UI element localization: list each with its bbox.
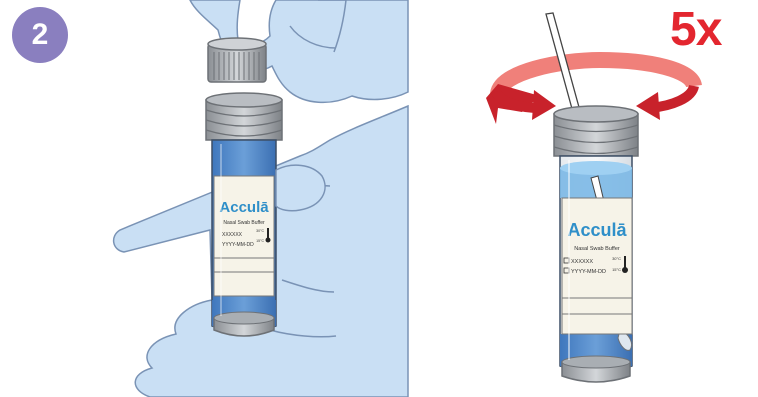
left-tube-temp-high: 30°C <box>256 229 264 233</box>
right-tube-temp-low: 15°C <box>612 267 621 272</box>
right-tube-temp-high: 30°C <box>612 256 621 261</box>
right-tube-expiry: YYYY-MM-DD <box>571 269 606 275</box>
repeat-count-label: 5x <box>670 2 721 57</box>
left-panel: Acculā Nasal Swab Buffer XXXXXX YYYY-MM-… <box>114 0 408 397</box>
left-tube-lot: XXXXXX <box>222 232 243 238</box>
left-tube: Acculā Nasal Swab Buffer XXXXXX YYYY-MM-… <box>206 93 282 336</box>
tube-cap <box>208 38 266 82</box>
left-tube-brand: Acculā <box>219 199 269 216</box>
left-tube-product: Nasal Swab Buffer <box>223 220 265 226</box>
right-panel: Acculā Nasal Swab Buffer XXXXXX YYYY-MM-… <box>486 13 694 382</box>
right-tube: Acculā Nasal Swab Buffer XXXXXX YYYY-MM-… <box>554 106 638 382</box>
left-tube-temp-low: 15°C <box>256 239 264 243</box>
right-tube-brand: Acculā <box>567 220 627 240</box>
step-number: 2 <box>32 18 49 52</box>
right-tube-lot: XXXXXX <box>571 259 593 265</box>
left-tube-expiry: YYYY-MM-DD <box>222 242 254 248</box>
right-tube-product: Nasal Swab Buffer <box>574 246 620 252</box>
step-number-badge: 2 <box>12 7 68 63</box>
